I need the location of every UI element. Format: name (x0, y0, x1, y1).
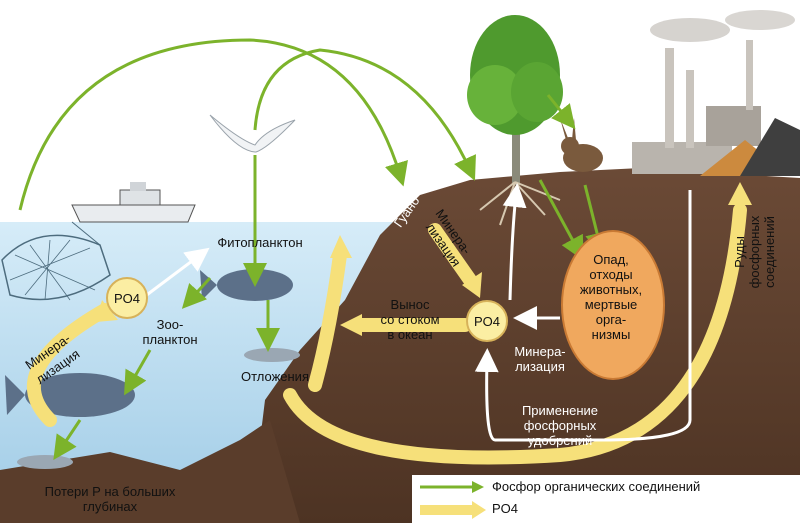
large-fish-icon (5, 373, 135, 417)
legend-yellow-label: PO4 (492, 501, 519, 516)
green-arc-arrow-right (253, 48, 476, 181)
sea-floor (0, 420, 300, 523)
po4-sea-label: PO4 (113, 290, 140, 306)
label-zooplankton-1: Зоо- (156, 317, 184, 332)
label-litter-5: орга- (595, 312, 627, 327)
label-ores-2: фосфорных (747, 215, 762, 289)
yellow-arrow-up-right (308, 248, 347, 392)
tree-icon (467, 15, 563, 226)
white-arrow-po4-tree (502, 183, 527, 301)
net-icon (1, 221, 111, 301)
litter-circle (561, 230, 665, 380)
soil (250, 168, 800, 523)
label-mineralization-low-1: Минера- (514, 344, 566, 359)
yellow-arrow-ores-to-sea (283, 203, 747, 465)
label-ores-1: Руды (732, 236, 747, 268)
factory-icon (632, 10, 800, 176)
label-fertilizer-1: Применение (521, 403, 599, 418)
legend-yellow-swatch (420, 505, 472, 515)
green-arrow-tree-litter (538, 179, 584, 261)
label-loss-1: Потери Р на больших (44, 484, 176, 499)
label-fertilizer-3: удобрений (527, 433, 593, 448)
label-phytoplankton: Фитопланктон (217, 235, 303, 250)
legend-swatches (420, 481, 486, 519)
label-loss-2: глубинах (82, 499, 138, 514)
label-mineralization-low-2: лизация (515, 359, 565, 374)
legend: Фосфор органических соединений PO4 (412, 475, 800, 523)
label-litter-6: низмы (591, 327, 631, 342)
white-arrow-fertilizer (474, 190, 692, 442)
green-arrow-tree-hare (546, 94, 576, 130)
white-arrow-po4-phyto (139, 247, 210, 302)
seagull-icon (209, 114, 296, 153)
po4-circle-land: PO4 (466, 300, 508, 342)
label-runoff-1: Вынос (390, 297, 430, 312)
legend-green-label: Фосфор органических соединений (492, 479, 701, 494)
ship-icon (71, 182, 196, 223)
label-zooplankton-2: планктон (142, 332, 198, 347)
label-sediments: Отложения (240, 369, 309, 384)
label-ores-3: соединений (762, 216, 777, 288)
yellow-arrow-guano-po4 (428, 223, 477, 287)
green-arc-arrow-left (18, 38, 408, 211)
label-litter-4: мертвые (584, 297, 638, 312)
label-runoff-2: со стоком (380, 312, 440, 327)
label-fertilizer-2: фосфорных (523, 418, 597, 433)
yellow-arrow-mineralization-left (26, 303, 112, 427)
label-runoff-3: в океан (387, 327, 433, 342)
green-arrow-fish-depth (53, 419, 82, 460)
label-litter-3: животных, (579, 282, 643, 297)
label-litter-1: Опад, (593, 252, 629, 267)
po4-circle-sea: PO4 (106, 277, 148, 319)
label-litter-2: отходы (589, 267, 633, 282)
green-arrow-phyto-zoo (181, 276, 212, 309)
po4-land-label: PO4 (473, 313, 500, 329)
green-arrow-zoo-fish (124, 349, 152, 396)
